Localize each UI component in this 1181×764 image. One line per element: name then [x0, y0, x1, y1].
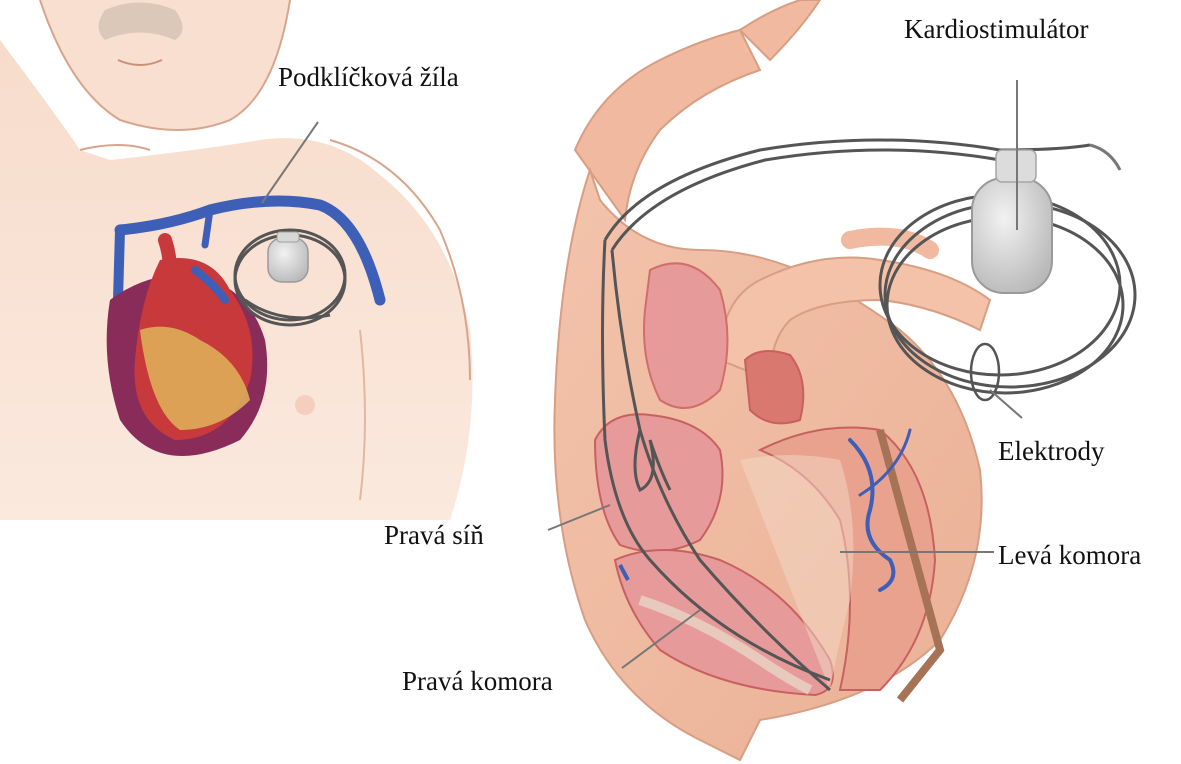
label-subclavian-vein: Podklíčková žíla: [278, 64, 459, 91]
heart-cross-section-illustration: [554, 0, 990, 760]
label-left-ventricle: Levá komora: [998, 542, 1141, 569]
label-electrodes: Elektrody: [998, 438, 1104, 465]
label-pacemaker: Kardiostimulátor: [904, 16, 1088, 43]
label-right-atrium: Pravá síň: [384, 522, 484, 549]
label-right-ventricle: Pravá komora: [402, 668, 553, 695]
